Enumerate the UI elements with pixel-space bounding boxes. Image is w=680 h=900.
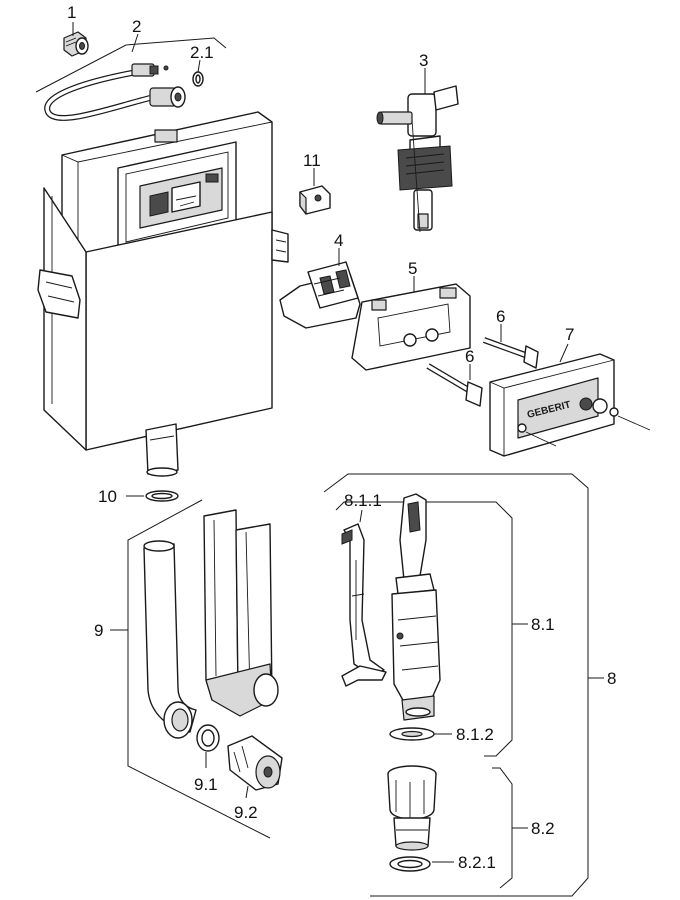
part-11-clip — [299, 185, 331, 215]
part-9-1-seal — [196, 724, 220, 752]
part-9-pipe-shell — [203, 509, 279, 717]
part-4-bracket — [279, 261, 361, 329]
part-9-2-connector — [227, 735, 283, 791]
leader-2 — [131, 33, 139, 53]
part-3-fill-valve — [376, 85, 459, 233]
part-2-1-seal — [163, 65, 204, 87]
label-7: 7 — [565, 325, 574, 344]
part-5-template-plate — [351, 283, 471, 371]
part-9-flush-pipe — [143, 540, 197, 739]
label-2-1: 2.1 — [190, 43, 214, 62]
part-7-frame: GEBERIT — [489, 353, 651, 457]
label-6b: 6 — [465, 347, 474, 366]
part-8-2-1-seal — [389, 856, 431, 872]
label-6a: 6 — [496, 307, 505, 326]
bracket-8-2 — [492, 767, 513, 889]
cistern-body — [37, 111, 289, 477]
part-1-angle-valve — [63, 31, 89, 57]
label-3: 3 — [419, 51, 428, 70]
part-6-rod-lower — [426, 363, 483, 407]
part-10-o-ring — [145, 490, 179, 502]
bracket-2 — [35, 37, 227, 93]
bracket-8 — [323, 473, 589, 897]
bracket-9 — [127, 499, 271, 839]
label-5: 5 — [408, 259, 417, 278]
label-9-2: 9.2 — [234, 803, 258, 822]
label-8: 8 — [607, 669, 616, 688]
part-8-1-2-seal — [389, 727, 435, 741]
label-4: 4 — [334, 231, 343, 250]
label-10: 10 — [98, 487, 117, 506]
part-8-1-1-lever — [341, 523, 387, 687]
part-2-flexible-hose — [44, 63, 186, 121]
label-11: 11 — [303, 151, 321, 170]
label-8-1-2: 8.1.2 — [456, 725, 494, 744]
leader-8-1-1 — [359, 509, 363, 523]
label-9: 9 — [94, 621, 103, 640]
label-8-2: 8.2 — [531, 819, 555, 838]
label-8-1: 8.1 — [531, 615, 555, 634]
leader-2-1 — [197, 59, 201, 73]
label-8-2-1: 8.2.1 — [458, 853, 496, 872]
label-1: 1 — [67, 3, 76, 22]
leader-7 — [559, 343, 569, 363]
part-8-1-valve-body — [391, 493, 441, 721]
bracket-8-1 — [335, 501, 513, 757]
label-9-1: 9.1 — [194, 775, 218, 794]
label-2: 2 — [132, 17, 141, 36]
part-6-rod-upper — [482, 337, 539, 369]
leader-9-2 — [245, 785, 249, 799]
label-8-1-1: 8.1.1 — [344, 491, 382, 510]
part-8-2-outlet-basket — [387, 765, 437, 851]
